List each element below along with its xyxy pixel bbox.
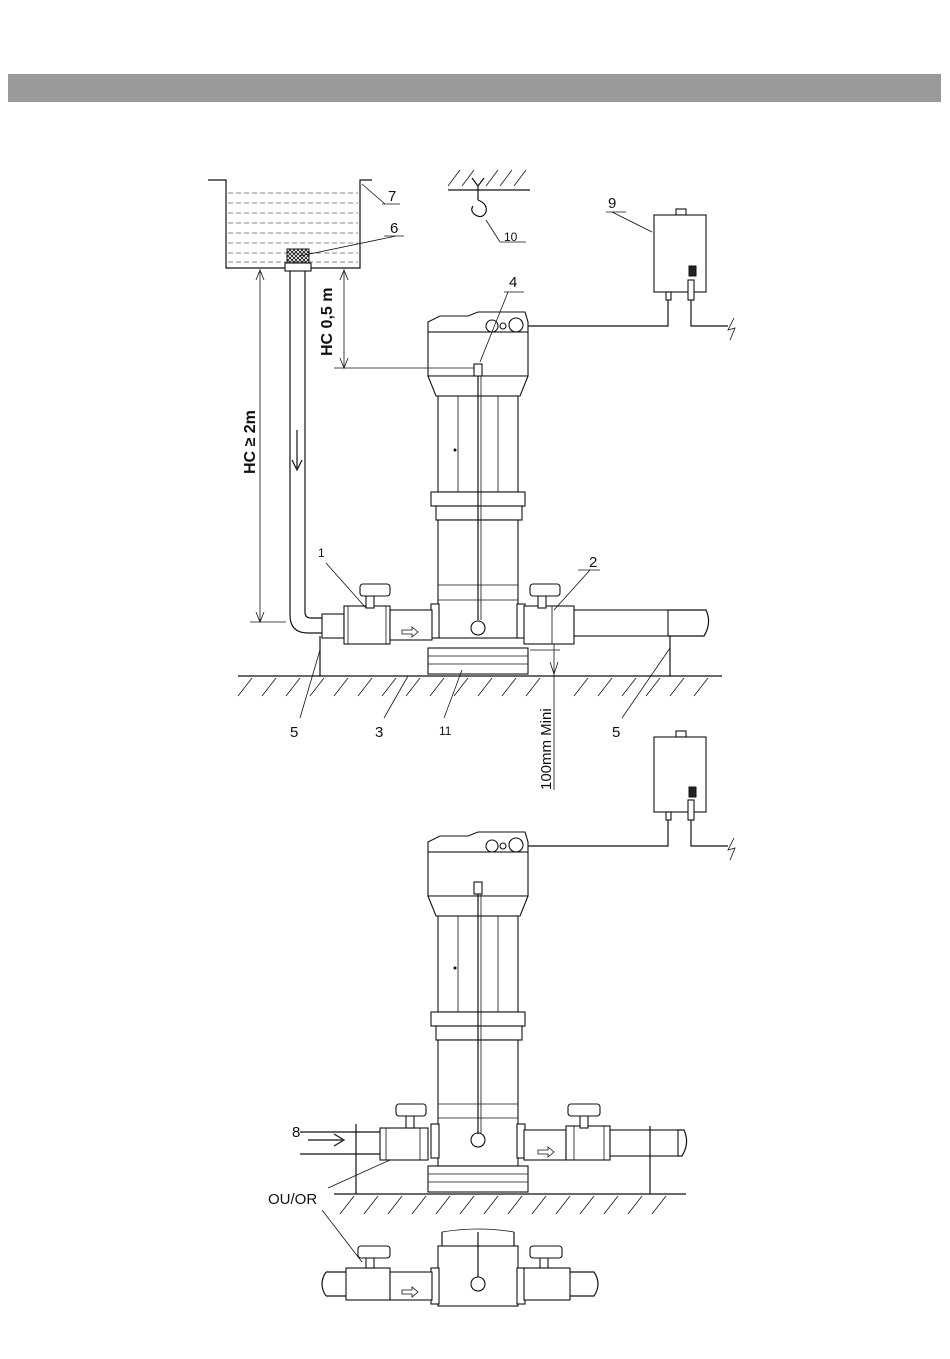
- label-6: 6: [390, 220, 398, 237]
- alternative-detail: [322, 1229, 598, 1306]
- pump: [428, 312, 528, 674]
- lower-installation: 8 OU/OR: [268, 731, 735, 1262]
- outlet-pipe-lower: [524, 1104, 687, 1160]
- label-11: 11: [439, 724, 452, 738]
- label-9: 9: [608, 195, 616, 212]
- inlet-valve: [322, 584, 390, 644]
- control-box: [528, 209, 735, 340]
- strainer: [287, 249, 309, 263]
- inlet-pipe-lower: [300, 1104, 428, 1160]
- ceiling-hook: [448, 170, 530, 217]
- pump-lower: [428, 832, 528, 1192]
- label-7: 7: [388, 188, 396, 205]
- label-8: 8: [292, 1124, 300, 1141]
- clearance-label: 100mm Mini: [538, 708, 555, 790]
- hc-min-label: HC ≥ 2m: [242, 410, 259, 474]
- check-valve: [390, 610, 432, 640]
- label-3: 3: [375, 724, 383, 741]
- upper-installation: 1 2 3 4 5 5 6 7 9 10 11 HC ≥ 2m HC 0,5 m…: [208, 170, 735, 790]
- hc-submerge-label: HC 0,5 m: [319, 288, 336, 356]
- label-4: 4: [509, 274, 517, 291]
- ground: [238, 676, 722, 696]
- label-2: 2: [589, 554, 597, 571]
- suction-pipe: [290, 271, 322, 633]
- label-1: 1: [318, 546, 325, 560]
- label-5-right: 5: [612, 724, 620, 741]
- control-box-lower: [528, 731, 735, 860]
- alternative-label: OU/OR: [268, 1191, 317, 1208]
- ground-lower: [334, 1194, 686, 1214]
- label-5-left: 5: [290, 724, 298, 741]
- label-10: 10: [504, 230, 518, 244]
- outlet-valve: [524, 584, 709, 644]
